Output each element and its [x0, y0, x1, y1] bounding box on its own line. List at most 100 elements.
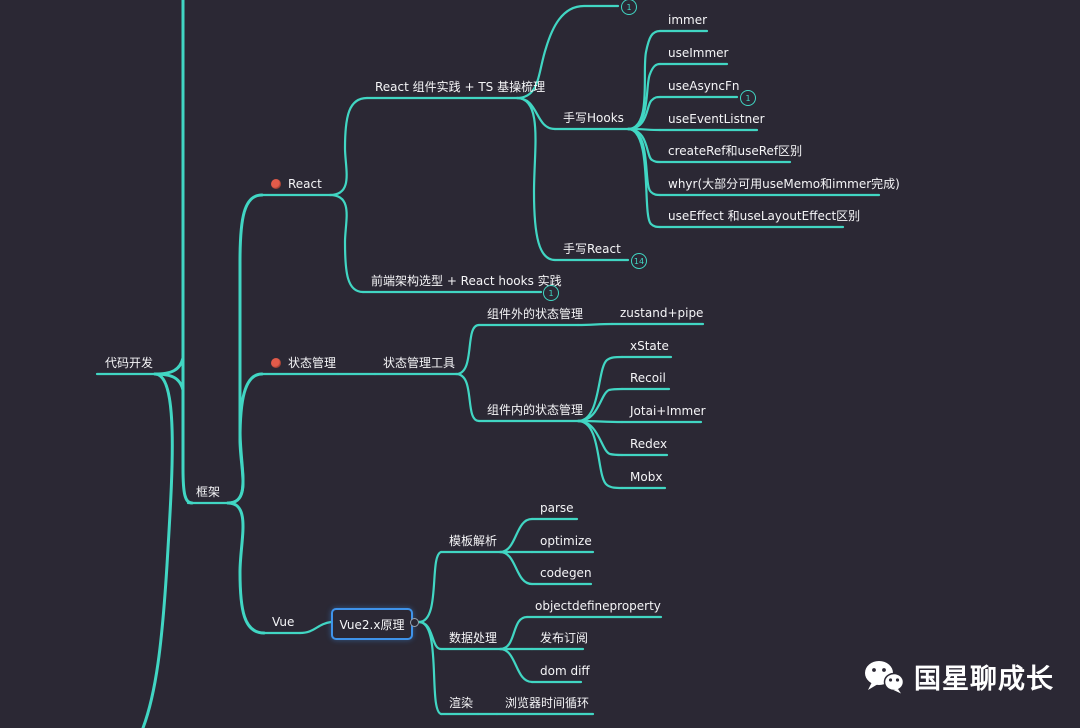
mindmap-node-zustand[interactable]: zustand+pipe	[620, 304, 703, 322]
branch-line	[226, 372, 264, 505]
branch-line	[626, 127, 662, 164]
mindmap-node-hand-react[interactable]: 手写React	[563, 240, 621, 258]
branch-line	[153, 356, 185, 376]
node-label: Redex	[630, 437, 668, 451]
mindmap-node-domdiff[interactable]: dom diff	[540, 662, 590, 680]
mindmap-node-render[interactable]: 渲染	[449, 694, 473, 712]
branch-line	[226, 501, 266, 635]
branch-line	[626, 127, 662, 197]
mindmap-node-state-outside[interactable]: 组件外的状态管理	[487, 305, 583, 323]
node-label: 组件内的状态管理	[487, 403, 584, 417]
mindmap-node-createref[interactable]: createRef和useRef区别	[668, 142, 802, 160]
mindmap-node-jotai[interactable]: Jotai+Immer	[630, 402, 706, 420]
count-badge-label: 1	[548, 288, 554, 298]
mindmap-node-useimmer[interactable]: useImmer	[668, 44, 728, 62]
count-badge[interactable]: 1	[621, 0, 637, 15]
mindmap-node-useasyncfn[interactable]: useAsyncFn	[668, 77, 740, 95]
mindmap-node-useeventlistner[interactable]: useEventListner	[668, 110, 765, 128]
branch-line	[417, 550, 443, 624]
node-label: 状态管理	[288, 356, 337, 370]
mindmap-node-frontend-arch[interactable]: 前端架构选型 + React hooks 实践	[371, 272, 562, 290]
mindmap-node-pubsub[interactable]: 发布订阅	[540, 629, 588, 647]
mindmap-node-state[interactable]: 状态管理	[271, 354, 337, 372]
node-label: 状态管理工具	[383, 356, 456, 370]
node-label: 组件外的状态管理	[487, 307, 584, 321]
mindmap-node-template-parse[interactable]: 模板解析	[449, 532, 497, 550]
mindmap-node-immer[interactable]: immer	[668, 11, 707, 29]
branch-line	[515, 96, 557, 131]
branch-line	[576, 387, 624, 423]
node-label: Jotai+Immer	[630, 404, 706, 418]
mindmap-node-optimize[interactable]: optimize	[540, 532, 592, 550]
collapse-handle[interactable]	[409, 617, 419, 627]
branch-line	[141, 372, 174, 728]
mindmap-node-codegen[interactable]: codegen	[540, 564, 592, 582]
count-badge[interactable]: 14	[631, 253, 647, 269]
mindmap-node-framework[interactable]: 框架	[196, 483, 220, 501]
node-label: Vue	[272, 615, 295, 629]
branch-line	[515, 96, 557, 262]
watermark: 国星聊成长	[864, 657, 1054, 696]
mindmap-node-root[interactable]: 代码开发	[105, 354, 153, 372]
branch-line	[576, 419, 624, 457]
watermark-label: 国星聊成长	[914, 664, 1054, 695]
branch-line	[498, 615, 529, 651]
count-badge[interactable]: 1	[740, 90, 756, 106]
mindmap-node-hand-hooks[interactable]: 手写Hooks	[563, 109, 624, 127]
branch-line	[576, 419, 624, 490]
node-label: codegen	[540, 566, 592, 580]
count-badge[interactable]: 1	[543, 285, 559, 301]
branch-line	[626, 62, 662, 131]
node-label: useAsyncFn	[668, 79, 740, 93]
topic-dot-icon	[271, 179, 281, 189]
node-label: 前端架构选型 + React hooks 实践	[371, 274, 562, 288]
node-label: xState	[630, 339, 669, 353]
node-label: Mobx	[630, 470, 663, 484]
node-label: 手写Hooks	[563, 111, 624, 125]
count-badge-label: 14	[633, 256, 645, 266]
mindmap-node-xstate[interactable]: xState	[630, 337, 669, 355]
node-label: whyr(大部分可用useMemo和immer完成)	[668, 177, 900, 191]
mindmap-node-parse[interactable]: parse	[540, 499, 574, 517]
mindmap-node-mobx[interactable]: Mobx	[630, 468, 662, 486]
node-label: createRef和useRef区别	[668, 144, 803, 158]
mindmap-node-state-inside[interactable]: 组件内的状态管理	[487, 401, 583, 419]
mindmap-node-objectdefineproperty[interactable]: objectdefineproperty	[535, 597, 661, 615]
mindmap-node-vue[interactable]: Vue	[272, 613, 294, 631]
mindmap-node-redex[interactable]: Redex	[630, 435, 667, 453]
branch-line	[181, 0, 194, 505]
node-label: 代码开发	[105, 356, 154, 370]
node-label: 浏览器时间循环	[505, 696, 590, 710]
branch-line	[298, 620, 333, 635]
mindmap-node-whyr[interactable]: whyr(大部分可用useMemo和immer完成)	[668, 175, 900, 193]
mindmap-node-state-tools[interactable]: 状态管理工具	[383, 354, 455, 372]
mindmap-node-eventloop[interactable]: 浏览器时间循环	[505, 694, 589, 712]
branch-line	[576, 322, 614, 327]
node-label: React 组件实践 + TS 基操梳理	[375, 80, 546, 94]
topic-dot-icon	[271, 358, 281, 368]
branch-line	[626, 29, 662, 131]
node-label: useEffect 和useLayoutEffect区别	[668, 209, 861, 223]
node-label: 渲染	[449, 696, 474, 710]
node-label: objectdefineproperty	[535, 599, 661, 613]
mindmap-node-react-practice[interactable]: React 组件实践 + TS 基操梳理	[375, 78, 545, 96]
mindmap-node-recoil[interactable]: Recoil	[630, 369, 666, 387]
branch-line	[626, 127, 662, 229]
node-label: 框架	[196, 485, 221, 499]
node-label: useImmer	[668, 46, 729, 60]
mindmap-node-data-process[interactable]: 数据处理	[449, 629, 497, 647]
node-label: useEventListner	[668, 112, 765, 126]
mindmap-node-react[interactable]: React	[271, 175, 322, 193]
node-label: 模板解析	[449, 534, 498, 548]
branch-line	[626, 95, 662, 131]
node-label: React	[288, 177, 322, 191]
mindmap-node-useeffect[interactable]: useEffect 和useLayoutEffect区别	[668, 207, 860, 225]
branch-line	[328, 96, 369, 197]
node-label: Recoil	[630, 371, 666, 385]
count-badge-label: 1	[626, 2, 632, 12]
node-label: 数据处理	[449, 631, 498, 645]
branch-line	[454, 323, 481, 376]
mindmap-node-vue2-principle[interactable]: Vue2.x原理	[331, 608, 413, 640]
